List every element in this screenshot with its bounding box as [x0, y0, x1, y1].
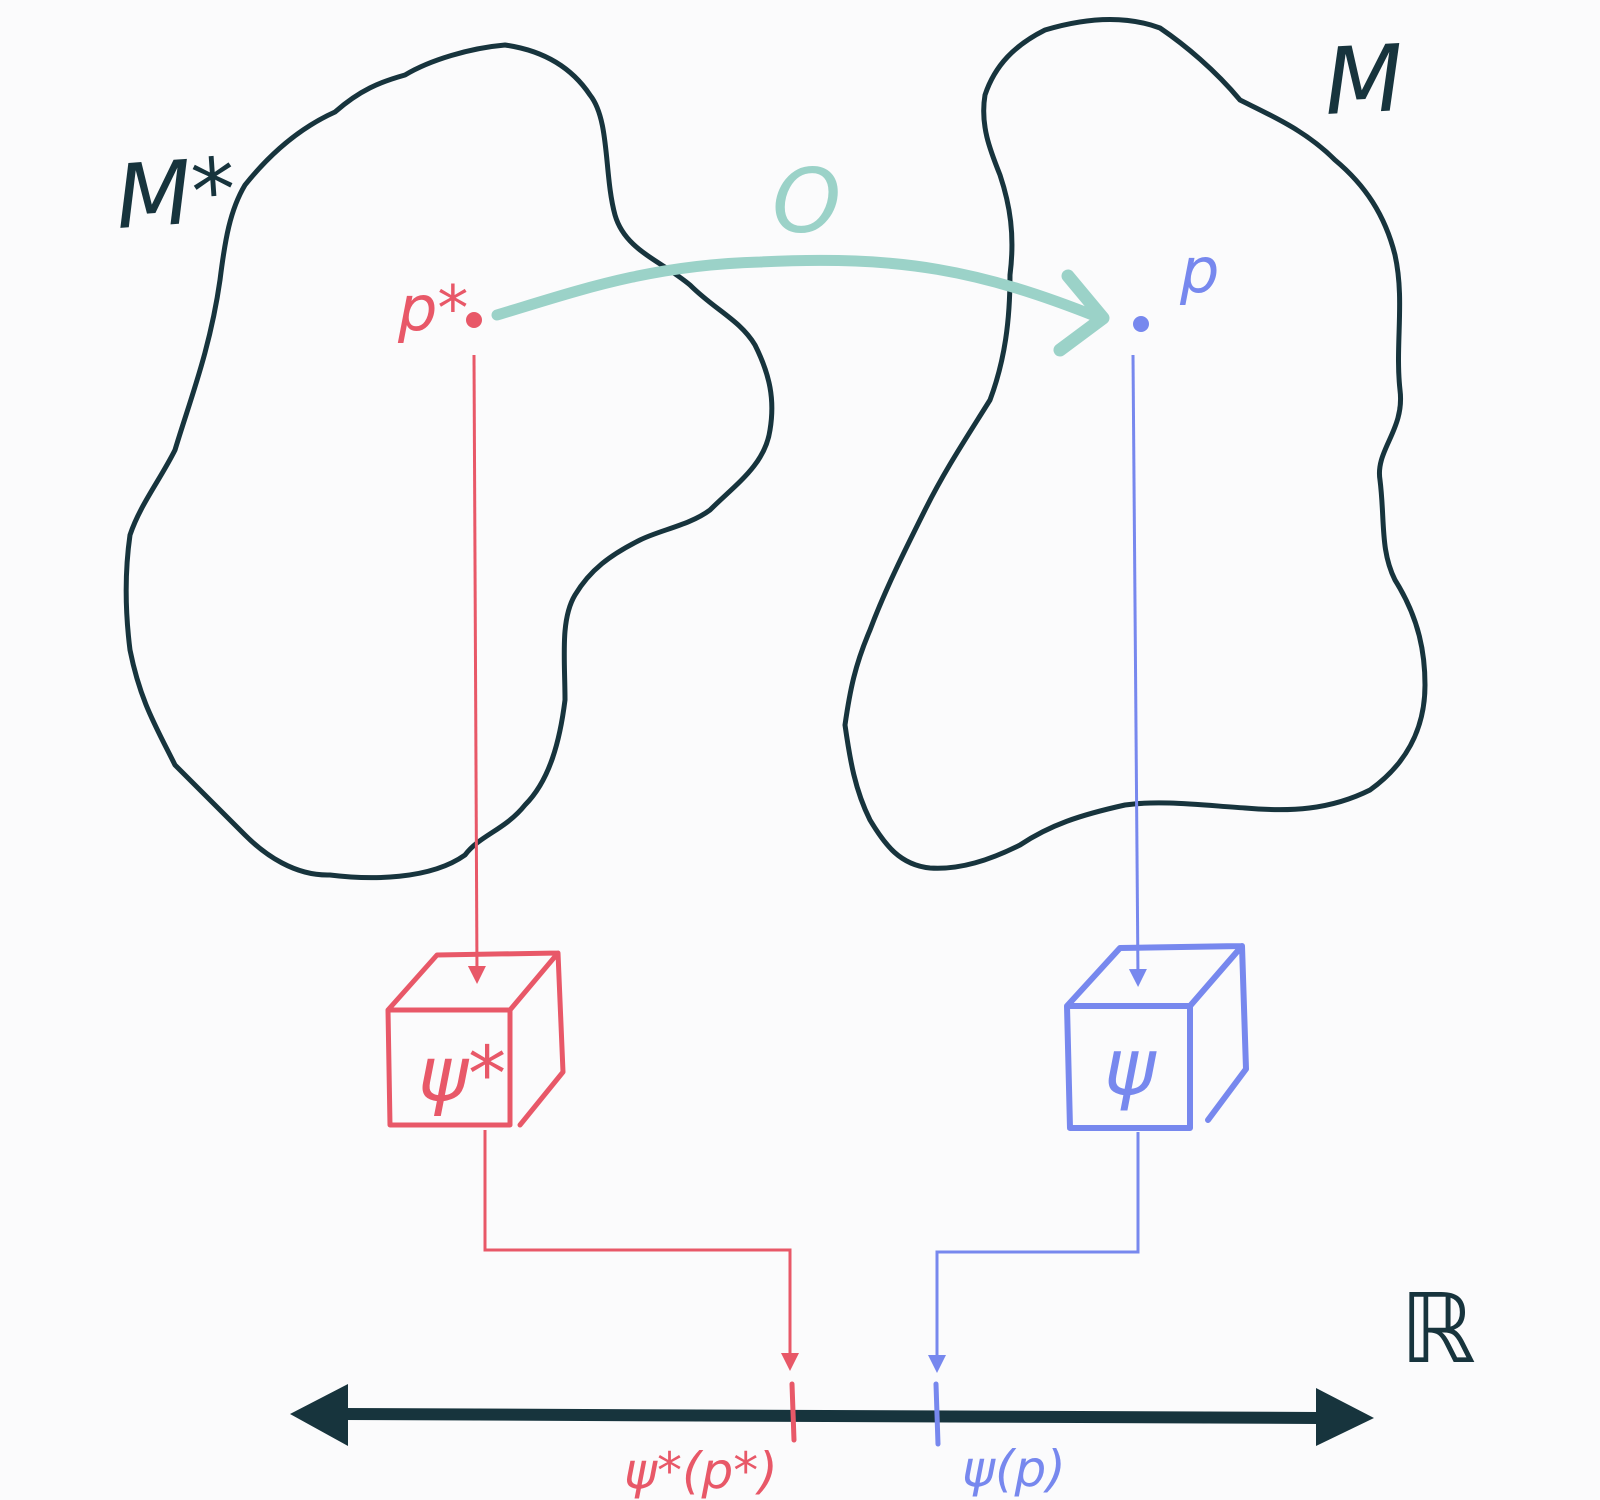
p-to-psi-arrow	[1128, 354, 1147, 987]
manifold-m-star-label: M*	[112, 138, 239, 249]
p-star-to-psi-star-arrow	[467, 354, 486, 984]
point-p-star-label: p*	[397, 272, 468, 345]
manifold-m-label: M	[1322, 25, 1407, 136]
map-o-label: O	[772, 150, 841, 253]
psi-star-box-edges	[385, 950, 566, 1128]
map-o-arrow-head	[1053, 269, 1110, 357]
manifold-m-outline	[842, 17, 1428, 871]
value-psi-star-label: ψ*(p*)	[624, 1442, 778, 1500]
real-number-line-left-head	[290, 1384, 348, 1446]
real-number-line	[290, 1381, 1374, 1447]
value-psi-label: ψ(p)	[962, 1440, 1066, 1498]
manifold-m-star-outline	[123, 42, 775, 881]
real-number-line-right-head	[1316, 1388, 1374, 1446]
point-p-label: p	[1179, 234, 1219, 307]
psi-star-box: ψ*	[385, 950, 566, 1128]
psi-box: ψ	[1064, 943, 1249, 1131]
psi-to-value-arrow	[928, 1132, 1140, 1373]
value-psi-tick	[933, 1381, 941, 1447]
psi-box-edges	[1064, 943, 1249, 1131]
psi-star-label: ψ*	[418, 1029, 506, 1118]
point-p	[1133, 316, 1149, 332]
psi-star-to-value-arrow	[483, 1130, 799, 1371]
real-number-line-axis	[336, 1408, 1324, 1424]
map-o-arrow-shaft	[491, 254, 1106, 324]
real-number-line-label: ℝ	[1400, 1273, 1476, 1385]
point-p-star	[466, 312, 482, 328]
value-psi-star-tick	[789, 1381, 797, 1443]
psi-label: ψ	[1104, 1023, 1157, 1113]
